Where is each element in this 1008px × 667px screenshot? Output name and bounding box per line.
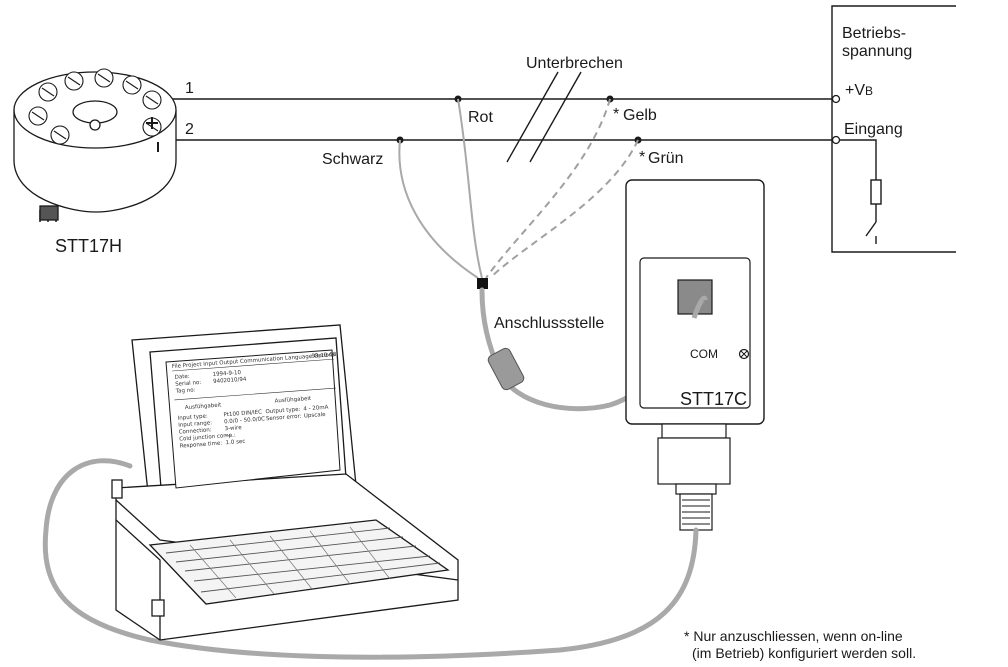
wire-1-label: 1 [185,80,194,97]
screen-row-key: Connection: [179,427,212,435]
screen-row-key: Cold junction comp.: [179,433,236,443]
connection-point-label: Anschlussstelle [494,315,604,332]
sub-d-connector [657,423,731,531]
wire-2-label: 2 [185,121,194,138]
com-label: COM [690,347,718,361]
probe-leads [398,98,639,279]
supply-box [831,5,956,253]
screen-row-value: --- [225,433,231,439]
green-label: Grün [648,150,684,167]
terminal-circles [831,94,841,145]
footnote-line2: (im Betrieb) konfiguriert werden soll. [692,645,916,661]
input-label: Eingang [844,121,903,138]
configurator-label: STT17C [680,389,747,409]
interrupt-label: Unterbrechen [526,55,623,72]
green-asterisk: * [639,149,645,166]
configurator-device [625,179,765,425]
transmitter-screws [28,68,162,145]
screen-date-stamp: 98-10-08 [311,352,337,360]
wire-lines [170,98,832,141]
footnote-line1: * Nur anzuschliessen, wenn on-line [684,628,903,644]
com-plug [691,295,708,319]
transmitter-polarity-marks [146,117,159,152]
terminal-vb [831,94,841,104]
laptop-screen: File Project Input Output Communication … [165,349,341,489]
supply-label-line2: spannung [842,43,912,60]
screen-row-value: Upscale [304,412,327,420]
ferrite-bead [487,347,525,391]
vb-label: +VB [845,82,873,99]
supply-label-line1: Betriebs- [842,25,906,42]
screen-row-key: Input type: [178,414,209,422]
screen-row-key: Tag no: [175,387,196,395]
screen-input-header: Ausfühgabeit [185,402,223,411]
black-label: Schwarz [322,151,383,168]
interrupt-mark [506,71,582,163]
screen-row-value: Pt100 DIN/IEC [223,410,262,419]
screen-row-key: Serial no: [175,380,202,388]
screen-row-key: Date: [175,374,191,381]
connection-point-marker [477,278,488,289]
screen-row-key: Output type: [265,407,300,416]
laptop-cable [42,458,699,660]
transmitter-label: STT17H [55,236,122,256]
screen-output-header: Ausfühgabeit [275,396,313,405]
screen-row-key: Sensor error: [266,414,302,423]
input-load [837,139,882,244]
junction-dots [396,95,642,144]
terminal-input [831,135,841,145]
red-label: Rot [468,109,493,126]
screen-row-value: 0.0/0 - 50.0/0C [224,416,266,425]
screen-row-value: 4 - 20mA [303,405,329,413]
screen-input-rows: Input type: Pt100 DIN/IEC Input range: 0.0/… [178,410,266,450]
screen-row-key: Response time: [180,441,223,450]
screen-row-value: 9402010/94 [213,377,247,385]
yellow-label: Gelb [623,107,657,124]
screen-row-value: 1994-9-10 [212,370,241,378]
screen-row-key: Input range: [178,420,212,428]
screen-row-value: 1.0 sec [225,439,245,446]
screen-row-value: 3-wire [224,425,242,432]
yellow-asterisk: * [613,106,619,123]
